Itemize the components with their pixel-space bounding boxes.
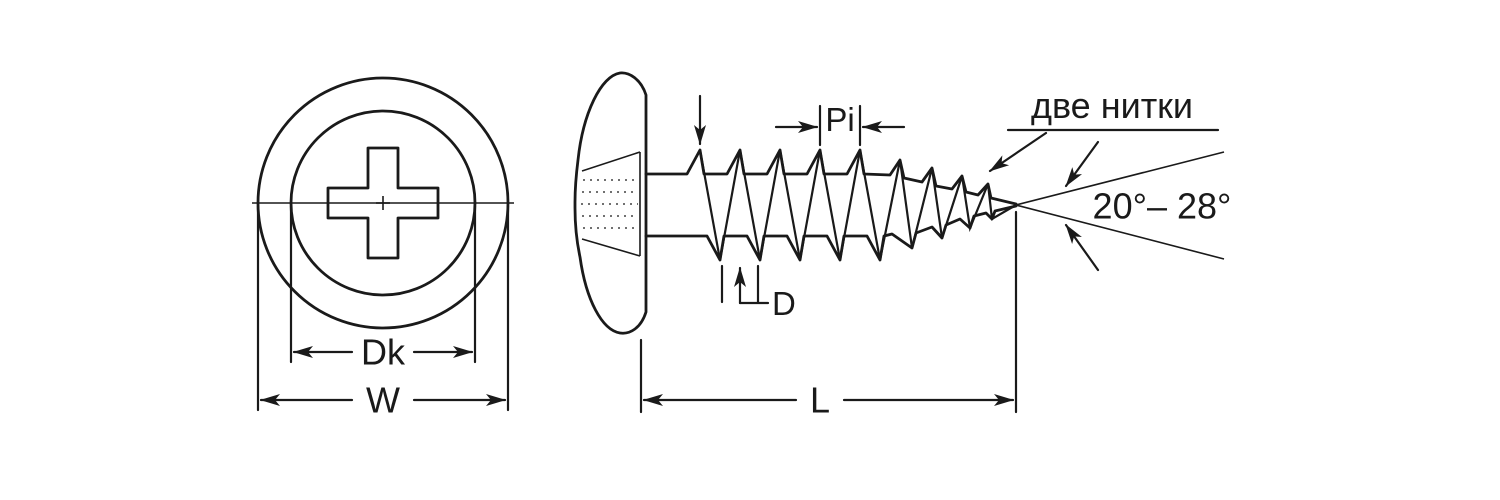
screw-head-profile [573,71,648,335]
l-label: L [810,380,830,421]
two-threads-leader-arrow [988,131,1048,173]
tip-angle-arrow-bottom [1064,223,1100,272]
screw-recess-hatch [581,151,641,257]
pi-label: Pi [825,101,854,138]
angle-label: 20°– 28° [1093,186,1232,227]
recess-slant-top [581,151,641,172]
l-dimension: L [639,210,1018,421]
w-label: W [366,380,400,421]
head-outer-circle [256,76,510,330]
two-threads-label: две нитки [1031,85,1193,126]
dk-label: Dk [361,332,406,373]
dk-dimension: Dk [289,204,477,373]
thread-helix-lines [698,149,1017,261]
recess-slant-bottom [581,238,641,257]
two-threads-callout: две нитки [988,85,1220,173]
head-inner-circle [289,109,477,297]
tip-angle-lower-line [1015,204,1225,260]
tip-angle-dimension: 20°– 28° [1015,140,1232,272]
screw-side-view: Pi D две нитки 20°– 28° [573,71,1232,421]
phillips-recess [326,146,440,260]
tip-angle-upper-line [1015,151,1225,206]
d-label: D [772,285,796,322]
center-mark [376,196,390,210]
pi-dimension: Pi [774,101,906,147]
screw-front-view: Dk W [252,76,514,421]
w-dimension: W [256,204,510,421]
d-dimension: D [720,264,796,322]
tip-angle-arrow-top [1064,140,1100,188]
